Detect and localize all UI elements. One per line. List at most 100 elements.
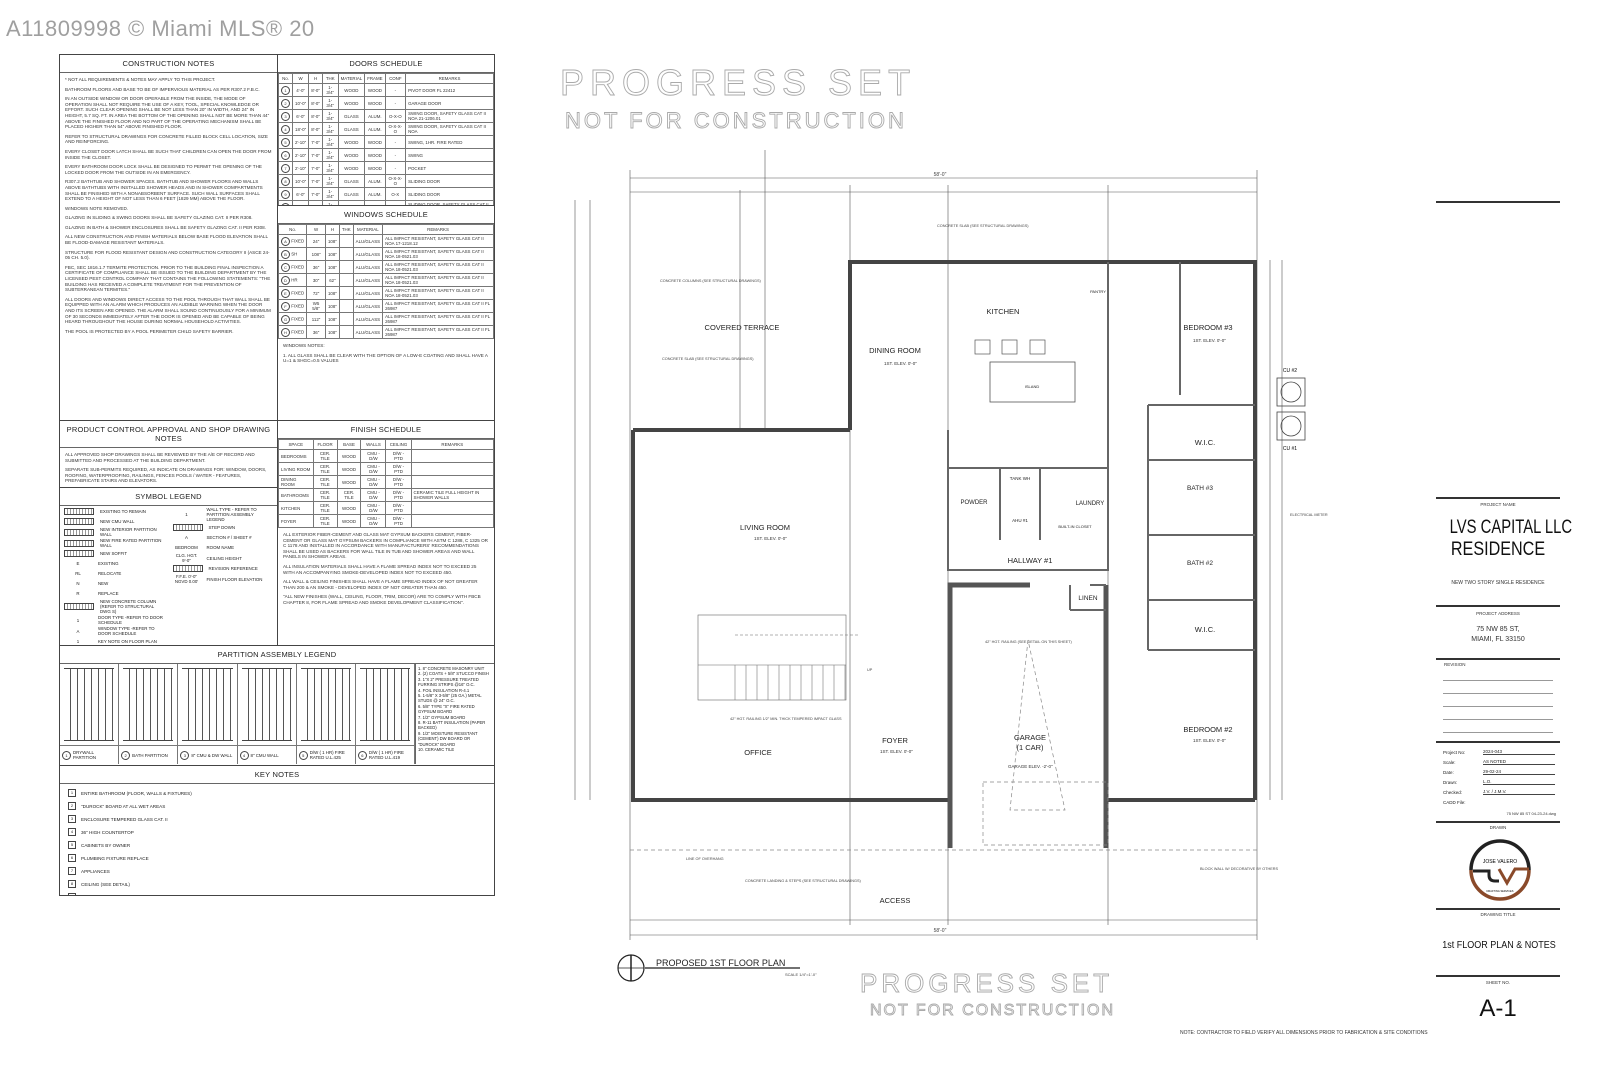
- window-operation: SH: [290, 251, 298, 257]
- table-cell: 8'-0": [308, 200, 323, 205]
- partition-diagram: [182, 668, 233, 741]
- logo-sub: DRAFTING SERVICES: [1486, 889, 1513, 893]
- door-type-marker: 9: [281, 189, 290, 199]
- table-cell: SLIDING DOOR, SAFETY GLASS CAT II NOA 21…: [405, 200, 494, 205]
- table-cell: D/W - PTD: [385, 462, 412, 476]
- room-bath-2: BATH #2: [1187, 560, 1213, 567]
- drawing-title: 1st FLOOR PLAN & NOTES: [1442, 940, 1556, 951]
- construction-note: WINDOWS NOTE REMOVED.: [65, 205, 129, 211]
- legend-symbol: [64, 603, 94, 610]
- legend-label: REPLACE: [98, 591, 119, 596]
- revision-line: [1443, 693, 1553, 694]
- window-type-marker: C: [281, 262, 290, 272]
- construction-note: IN AN OUTSIDE WINDOW OR DOOR OPERABLE FR…: [65, 96, 270, 130]
- finish-notes: ALL EXTERIOR FIBER-CEMENT AND GLASS MAT …: [278, 532, 494, 606]
- room-covered-terrace: COVERED TERRACE: [705, 323, 780, 332]
- legend-symbol: [64, 528, 94, 536]
- construction-note: STRUCTURE FOR FLOOD RESISTANT DESIGN AND…: [65, 249, 270, 261]
- key-note-number: 7: [68, 867, 76, 875]
- table-cell: [410, 514, 494, 528]
- product-control-note: SEPARATE SUB-PERMITS REQUIRED, AS INDICA…: [65, 467, 267, 484]
- table-cell: 62": [324, 273, 340, 287]
- exterior-walls: [631, 260, 1257, 802]
- partition-name: BATH PARTITION: [132, 752, 168, 758]
- table-cell: ALU/GLASS: [352, 325, 384, 339]
- elev-dining: 1ST. ELEV. 0'-0": [884, 361, 917, 366]
- legend-label: EXISTING TO REMAIN: [100, 509, 146, 514]
- project-field: Checked:J.V. / J.M.V.: [1443, 785, 1555, 795]
- room-foyer: FOYER: [882, 736, 908, 745]
- revision-line: [1443, 680, 1553, 681]
- island-label: ISLAND: [1025, 384, 1040, 389]
- partition-name: 8" CMU WALL: [250, 752, 279, 758]
- note-railing-2: 42" HGT. RAILING (SEE DETAIL ON THIS SHE…: [985, 640, 1072, 644]
- drawing-title-label: DRAWING TITLE: [1480, 912, 1516, 917]
- table-cell: ALL IMPACT RESISTANT, SAFETY GLASS CAT I…: [382, 325, 494, 339]
- construction-note: ALL DOORS AND WINDOWS DIRECT ACCESS TO T…: [65, 296, 271, 325]
- window-operation: FIXED: [290, 290, 305, 296]
- table-cell: 108": [324, 325, 340, 339]
- revision-line: [1443, 706, 1553, 707]
- symbol-legend-title: SYMBOL LEGEND: [60, 488, 277, 506]
- partition-material: 7. 1/2" GYPSUM BOARD: [418, 714, 466, 720]
- elev-garage: GARAGE ELEV. -2'-0": [1008, 764, 1053, 769]
- legend-item: EXISTING TO REMAIN: [64, 507, 165, 516]
- note-concrete-columns: CONCRETE COLUMNS (SEE STRUCTURAL DRAWING…: [660, 279, 761, 283]
- legend-symbol: A: [185, 535, 188, 540]
- overall-dimension: 58'-0": [934, 172, 947, 178]
- legend-symbol: 1: [185, 512, 188, 517]
- stair-treads: [734, 665, 846, 700]
- legend-label: STEP DOWN: [208, 525, 236, 530]
- key-note-text: PLUMBING FIXTURE REPLACE: [81, 855, 149, 861]
- table-cell: 8: [278, 174, 293, 188]
- table-cell: ALL IMPACT RESISTANT, SAFETY GLASS CAT I…: [382, 286, 494, 300]
- key-note-number: 6: [68, 854, 76, 862]
- note-electrical-meter: ELECTRICAL METER: [1290, 513, 1328, 517]
- legend-item: STEP DOWN: [172, 523, 274, 532]
- field-label: Scale:: [1443, 760, 1456, 765]
- legend-item: NEW INTERIOR PARTITION WALL: [64, 527, 165, 537]
- door-type-marker: 3: [281, 111, 290, 121]
- window-operation: FIXED: [290, 238, 305, 244]
- partition-diagram: [123, 668, 174, 741]
- table-cell: CER. TILE: [312, 514, 338, 528]
- partition-name: 8" CMU & DW WALL: [191, 752, 233, 758]
- partition-material: 1. 8" CONCRETE MASONRY UNIT: [418, 666, 485, 671]
- legend-symbol: [64, 550, 94, 557]
- stamp-line1: PROGRESS SET: [560, 62, 916, 103]
- legend-label: RELOCATE: [98, 571, 122, 576]
- legend-label: NEW SOFFIT: [100, 551, 128, 556]
- stamp-line2: NOT FOR CONSTRUCTION: [565, 108, 907, 133]
- tank-label: TANK WH: [1010, 476, 1030, 481]
- legend-label: CEILING HEIGHT: [206, 555, 242, 561]
- table-cell: G FIXED: [278, 312, 308, 326]
- bar-stools: [974, 339, 1046, 355]
- key-note-number: 2: [68, 802, 76, 810]
- door-type-marker: 5: [281, 137, 290, 147]
- plan-annotations: CONCRETE SLAB (SEE STRUCTURAL DRAWINGS) …: [660, 224, 1328, 883]
- table-cell: 108": [324, 234, 340, 248]
- legend-label: FINISH FLOOR ELEVATION: [206, 576, 263, 582]
- key-note-number: 9: [68, 893, 76, 895]
- stair-up-label: UP: [867, 668, 873, 672]
- legend-label: NEW INTERIOR PARTITION WALL: [100, 527, 157, 537]
- revision-line: [1443, 719, 1553, 720]
- table-cell: CMU - D/W: [360, 449, 387, 463]
- project-field: Drawn:L.O.: [1443, 775, 1555, 785]
